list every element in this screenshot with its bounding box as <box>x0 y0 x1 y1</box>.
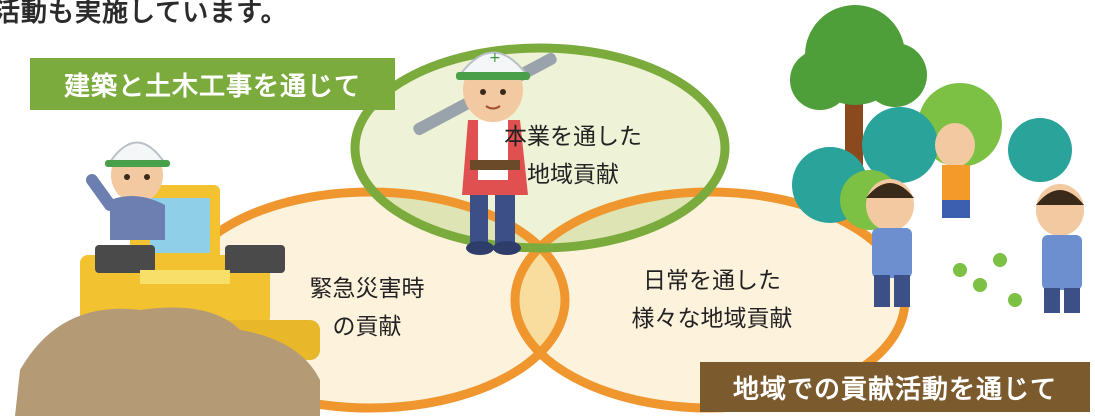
circle-daily-fill <box>515 192 905 408</box>
venn-label-disaster: 緊急災害時 の貢献 <box>292 270 442 346</box>
venn-label-disaster-line2: の貢献 <box>332 314 402 340</box>
venn-label-disaster-line1: 緊急災害時 <box>309 276 425 302</box>
venn-label-daily-line1: 日常を通した <box>643 268 781 294</box>
worker-with-pipe: + <box>413 50 557 255</box>
svg-text:+: + <box>489 50 501 66</box>
venn-label-core-line1: 本業を通した <box>504 124 642 150</box>
headline-text: 活動も実施しています。 <box>0 0 288 28</box>
trees-and-children-sweeping-leaves <box>790 5 1084 313</box>
venn-label-daily-line2: 様々な地域貢献 <box>631 306 793 332</box>
banner-community: 地域での貢献活動を通じて <box>700 362 1090 412</box>
venn-label-core-line2: 地域貢献 <box>527 162 619 188</box>
venn-label-daily: 日常を通した 様々な地域貢献 <box>592 262 832 338</box>
banner-construction: 建築と土木工事を通じて <box>30 58 395 110</box>
bulldozer-with-worker <box>15 141 320 416</box>
venn-label-core: 本業を通した 地域貢献 <box>498 118 648 194</box>
circle-core-outline <box>350 43 730 253</box>
